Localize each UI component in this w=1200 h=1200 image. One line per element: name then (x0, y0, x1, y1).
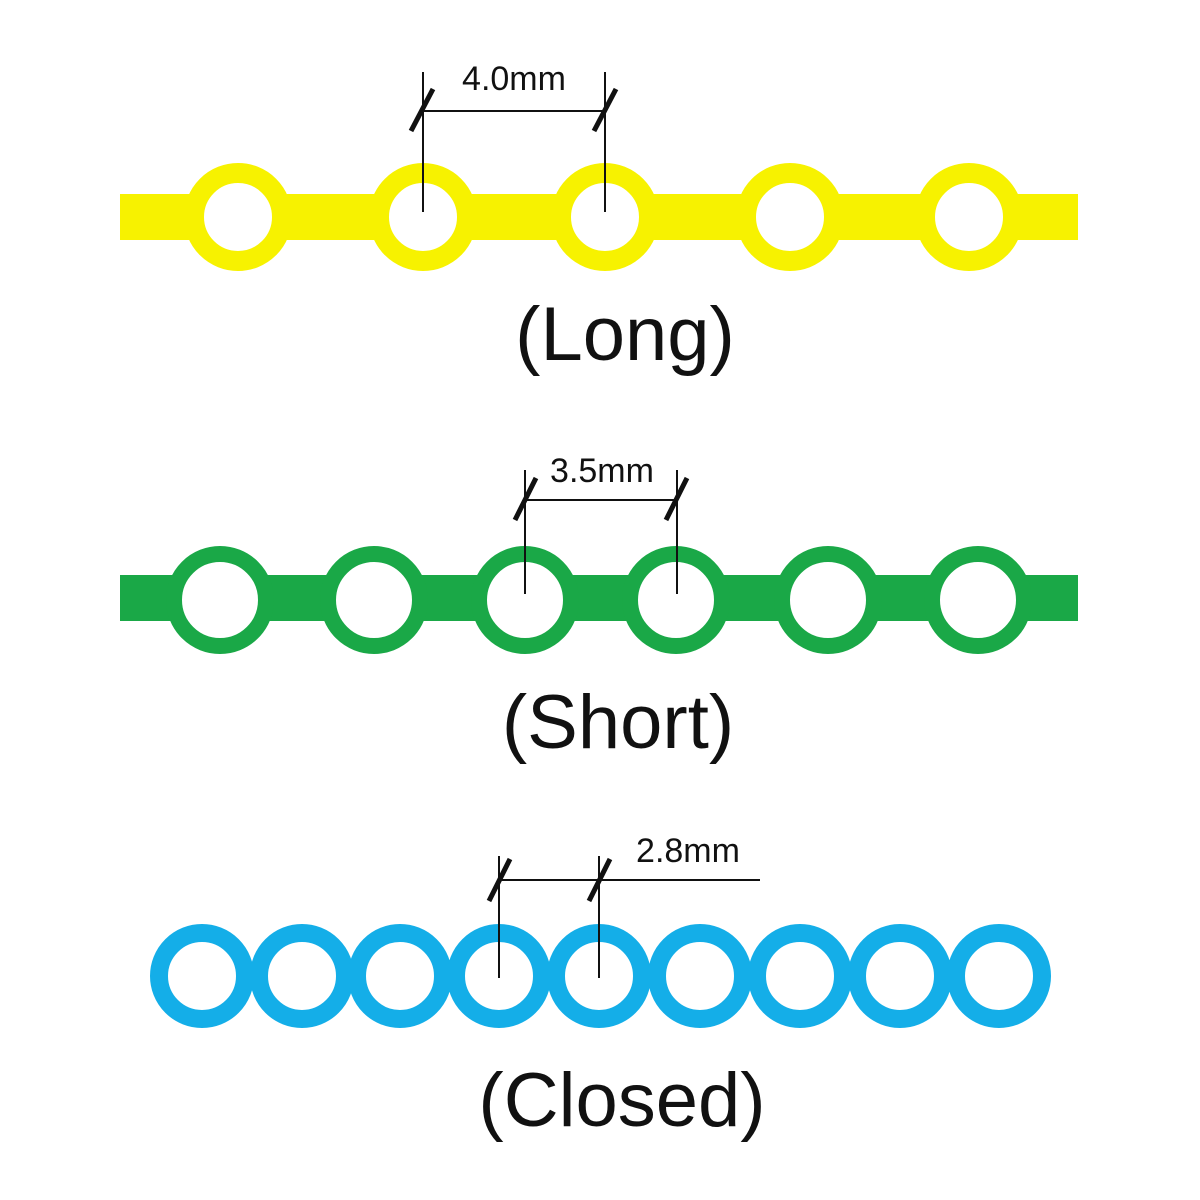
chain-long-rings (184, 163, 1023, 271)
spacing-label: 2.8mm (636, 832, 740, 870)
dimension-tick (408, 87, 436, 133)
spacing-label: 3.5mm (550, 452, 654, 490)
dimension-tick (486, 857, 513, 903)
chain-closed-ring (648, 924, 752, 1028)
chain-closed: 2.8mm (Closed) (150, 832, 1051, 1143)
dimension-tick (512, 476, 539, 522)
chain-closed-ring (947, 924, 1051, 1028)
chain-closed-dimension: 2.8mm (486, 832, 760, 978)
chain-short-ring (166, 546, 274, 654)
chain-caption: (Long) (515, 292, 735, 377)
chain-closed-ring (250, 924, 354, 1028)
dimension-tick (591, 87, 619, 133)
chain-closed-ring (150, 924, 254, 1028)
chain-closed-rings (150, 924, 1051, 1028)
chain-closed-ring (348, 924, 452, 1028)
dimension-tick (586, 857, 613, 903)
chain-closed-ring (848, 924, 952, 1028)
chain-long-dimension: 4.0mm (408, 60, 619, 212)
chain-short: 3.5mm (Short) (120, 452, 1078, 765)
chain-long-ring (184, 163, 292, 271)
chain-caption: (Closed) (478, 1058, 765, 1143)
chain-long-ring (915, 163, 1023, 271)
dimension-tick (663, 476, 690, 522)
spacing-label: 4.0mm (462, 60, 566, 98)
chain-short-ring (320, 546, 428, 654)
chain-short-dimension: 3.5mm (512, 452, 690, 594)
chain-short-band (120, 575, 1078, 621)
chain-short-rings (166, 546, 1032, 654)
chain-long-ring (736, 163, 844, 271)
chain-short-ring (924, 546, 1032, 654)
chain-closed-ring (748, 924, 852, 1028)
chain-long: 4.0mm (Long) (120, 60, 1078, 377)
chain-caption: (Short) (502, 680, 734, 765)
chain-short-ring (774, 546, 882, 654)
